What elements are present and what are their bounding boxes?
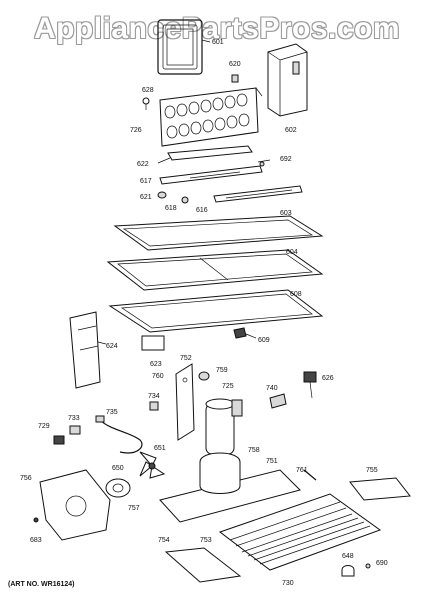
part-650-drawing (105, 478, 131, 498)
label-753: 753 (200, 537, 212, 544)
part-616-drawing (213, 185, 303, 203)
part-617-drawing (159, 165, 263, 185)
part-755-drawing (349, 477, 411, 501)
label-616: 616 (196, 207, 208, 214)
part-622-drawing (157, 145, 253, 164)
label-604: 604 (286, 249, 298, 256)
part-623-drawing (141, 335, 165, 351)
watermark: AppliancePartsPros.com (33, 12, 401, 45)
label-755: 755 (366, 467, 378, 474)
part-730-drawing (218, 493, 382, 571)
label-734: 734 (148, 393, 160, 400)
label-761: 761 (296, 467, 308, 474)
part-692-drawing (257, 159, 271, 167)
part-756-drawing (39, 469, 111, 541)
label-608: 608 (290, 291, 302, 298)
part-626-drawing (303, 371, 317, 399)
label-759: 759 (216, 367, 228, 374)
part-733-drawing (69, 425, 81, 435)
label-602: 602 (285, 127, 297, 134)
part-754-drawing (164, 547, 242, 583)
label-690: 690 (376, 560, 388, 567)
part-628-drawing (142, 97, 150, 110)
part-726-drawing (159, 87, 263, 147)
part-651-drawing (139, 451, 166, 479)
part-751-base-drawing (159, 452, 301, 523)
part-624-drawing (69, 311, 107, 389)
label-757: 757 (128, 505, 140, 512)
label-603: 603 (280, 210, 292, 217)
label-648: 648 (342, 553, 354, 560)
label-628: 628 (142, 87, 154, 94)
part-602-drawing (267, 43, 308, 117)
part-609-drawing (233, 327, 257, 339)
label-758: 758 (248, 447, 260, 454)
part-729-drawing (53, 435, 65, 445)
label-624: 624 (106, 343, 118, 350)
label-622: 622 (137, 161, 149, 168)
part-620-drawing (231, 74, 239, 83)
label-692: 692 (280, 156, 292, 163)
label-733: 733 (68, 415, 80, 422)
label-621: 621 (140, 194, 152, 201)
part-648-drawing (341, 565, 355, 577)
art-number: (ART NO. WR16124) (8, 581, 75, 588)
part-759-drawing (198, 371, 210, 381)
label-740: 740 (266, 385, 278, 392)
label-650: 650 (112, 465, 124, 472)
part-601-drawing (157, 19, 211, 75)
part-604-drawing (106, 249, 324, 291)
label-617: 617 (140, 178, 152, 185)
label-626: 626 (322, 375, 334, 382)
part-690-drawing (365, 563, 371, 569)
label-601: 601 (212, 39, 224, 46)
part-683-drawing (33, 517, 39, 523)
label-760: 760 (152, 373, 164, 380)
label-751: 751 (266, 458, 278, 465)
part-603-drawing (113, 215, 324, 251)
label-623: 623 (150, 361, 162, 368)
part-761-drawing (303, 469, 317, 481)
part-735-drawing (95, 415, 143, 454)
label-754: 754 (158, 537, 170, 544)
label-618: 618 (165, 205, 177, 212)
label-609: 609 (258, 337, 270, 344)
label-756: 756 (20, 475, 32, 482)
label-726: 726 (130, 127, 142, 134)
part-734-drawing (149, 401, 159, 411)
label-752: 752 (180, 355, 192, 362)
label-683: 683 (30, 537, 42, 544)
label-725: 725 (222, 383, 234, 390)
label-651: 651 (154, 445, 166, 452)
part-752-drawing (175, 363, 195, 441)
label-730: 730 (282, 580, 294, 587)
part-740-drawing (269, 393, 287, 409)
label-620: 620 (229, 61, 241, 68)
part-618-drawing (181, 196, 189, 204)
part-608-drawing (108, 289, 324, 333)
label-735: 735 (106, 409, 118, 416)
part-725-drawing (205, 398, 243, 455)
label-729: 729 (38, 423, 50, 430)
part-621-drawing (157, 191, 167, 199)
